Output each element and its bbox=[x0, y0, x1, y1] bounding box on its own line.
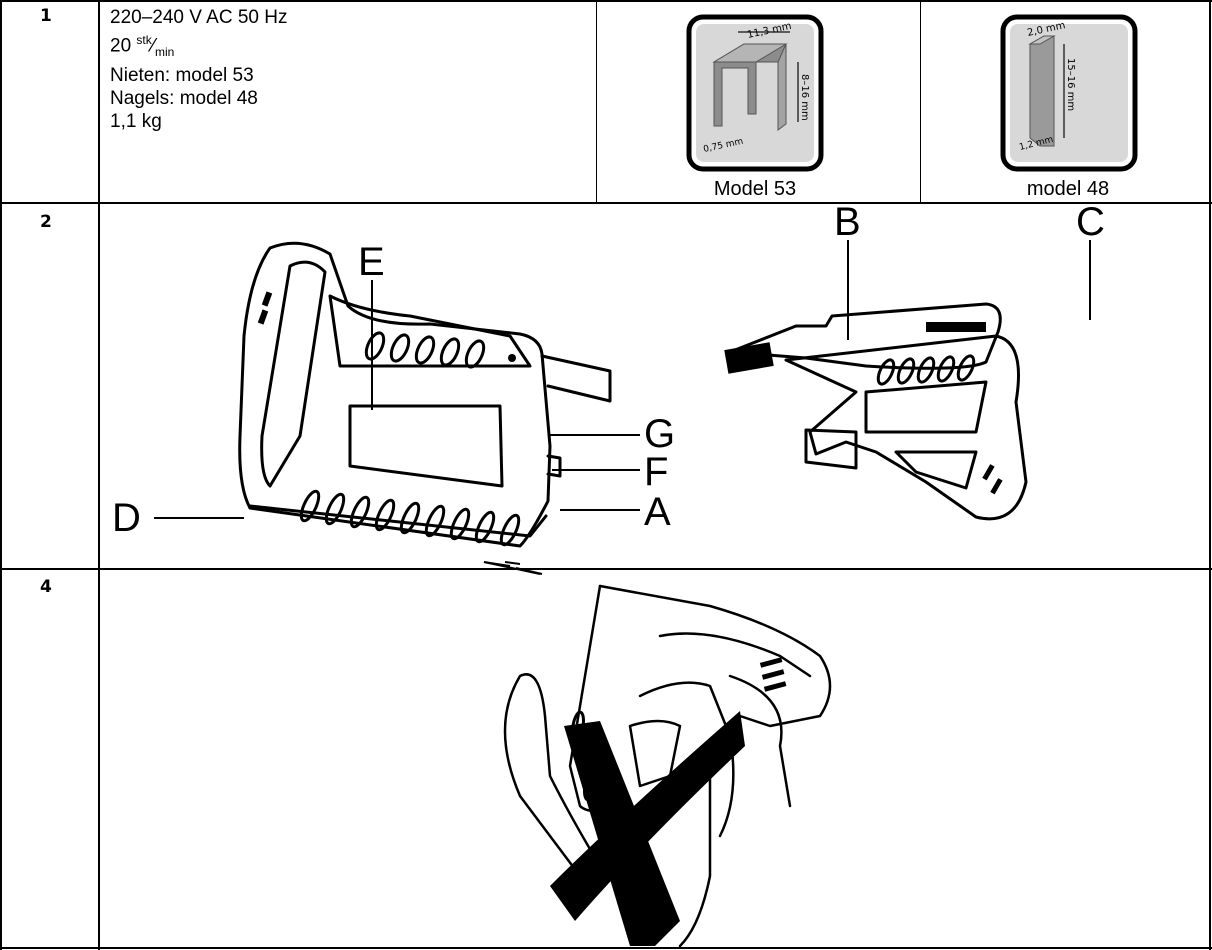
callout-f: F bbox=[644, 450, 669, 494]
staple-53-icon: 11,3 mm 8–16 mm 0,75 mm bbox=[686, 14, 824, 172]
callout-a: A bbox=[644, 490, 671, 534]
row-number-1: 1 bbox=[40, 6, 52, 26]
nail-48-caption: model 48 bbox=[1026, 178, 1110, 200]
hands-warning-illustration bbox=[503, 584, 832, 948]
table-border-top bbox=[0, 0, 1212, 2]
spec-rate-slash: ⁄ bbox=[151, 35, 155, 57]
specifications: 220–240 V AC 50 Hz 20 stk⁄min Nieten: mo… bbox=[110, 6, 287, 133]
spec-nails: Nagels: model 48 bbox=[110, 88, 258, 110]
table-border-right bbox=[1209, 0, 1211, 950]
callout-c: C bbox=[1076, 200, 1105, 244]
row-number-4: 4 bbox=[40, 577, 52, 597]
spec-rate-unit-bottom: min bbox=[154, 45, 175, 60]
row-divider-2 bbox=[0, 568, 1212, 570]
table-border-bottom bbox=[0, 947, 1212, 949]
nail-48-icon: 2,0 mm 15–16 mm 1,2 mm bbox=[1000, 14, 1138, 172]
row1-divider-b bbox=[920, 0, 921, 203]
stapler-top-view-illustration bbox=[724, 302, 1028, 521]
nail-48-height-label: 15–16 mm bbox=[1065, 58, 1076, 111]
column-divider bbox=[98, 0, 100, 950]
staple-53-height-label: 8–16 mm bbox=[799, 74, 810, 121]
row-number-2: 2 bbox=[40, 212, 52, 232]
callout-g: G bbox=[644, 412, 676, 456]
staple-53-caption: Model 53 bbox=[713, 178, 797, 200]
row1-divider-a bbox=[596, 0, 597, 203]
spec-rate-value: 20 bbox=[110, 35, 132, 57]
spec-rate: 20 stk⁄min bbox=[110, 29, 287, 64]
spec-voltage: 220–240 V AC 50 Hz bbox=[110, 7, 288, 28]
spec-weight: 1,1 kg bbox=[110, 111, 162, 133]
row-divider-1 bbox=[0, 202, 1212, 204]
callout-b: B bbox=[834, 200, 861, 244]
callout-d: D bbox=[112, 496, 141, 540]
stapler-side-view-illustration bbox=[238, 241, 612, 548]
table-border-left bbox=[0, 0, 2, 950]
callout-e: E bbox=[358, 240, 385, 284]
spec-rivets: Nieten: model 53 bbox=[110, 65, 254, 87]
spec-rate-unit-top: stk bbox=[136, 33, 152, 47]
motion-dashes-icon bbox=[483, 561, 543, 575]
